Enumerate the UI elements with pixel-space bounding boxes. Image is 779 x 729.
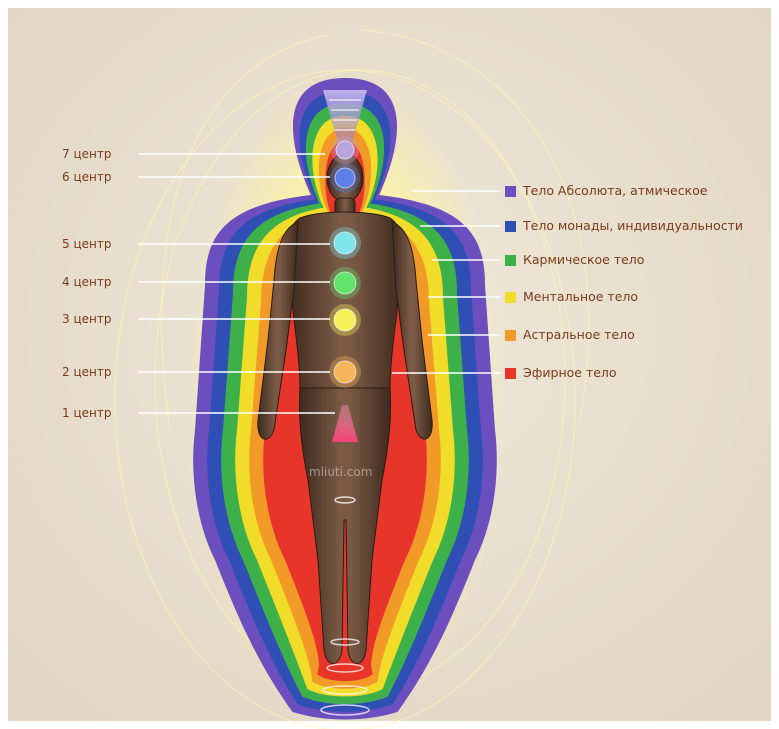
watermark: mliuti.com [309,465,372,479]
legend-item-karmic: Кармическое тело [505,252,644,268]
legend-item-atmic: Тело Абсолюта, атмическое [505,183,707,199]
chakra-6 [335,168,355,188]
center-label-3: 3 центр [62,312,111,326]
legend-label-karmic: Кармическое тело [523,252,644,268]
legend-swatch-mental [505,292,516,303]
legend-swatch-monadic [505,221,516,232]
legend-label-astral: Астральное тело [523,327,635,343]
legend-label-monadic: Тело монады, индивидуальности [523,218,743,234]
center-label-2: 2 центр [62,365,111,379]
legend-label-atmic: Тело Абсолюта, атмическое [523,183,707,199]
chakra-5 [334,232,356,254]
legend-item-monadic: Тело монады, индивидуальности [505,218,743,234]
center-label-6: 6 центр [62,170,111,184]
legend-swatch-karmic [505,255,516,266]
legend-label-mental: Ментальное тело [523,289,638,305]
legend-label-etheric: Эфирное тело [523,365,617,381]
chakra-2 [334,361,356,383]
legend-swatch-etheric [505,368,516,379]
chakra-3 [334,309,356,331]
legend-item-astral: Астральное тело [505,327,635,343]
center-label-4: 4 центр [62,275,111,289]
chakra-7 [336,141,354,159]
center-label-7: 7 центр [62,147,111,161]
center-label-1: 1 центр [62,406,111,420]
legend-swatch-astral [505,330,516,341]
legend-item-mental: Ментальное тело [505,289,638,305]
legend-item-etheric: Эфирное тело [505,365,617,381]
legend-swatch-atmic [505,186,516,197]
chakra-4 [334,272,356,294]
center-label-5: 5 центр [62,237,111,251]
